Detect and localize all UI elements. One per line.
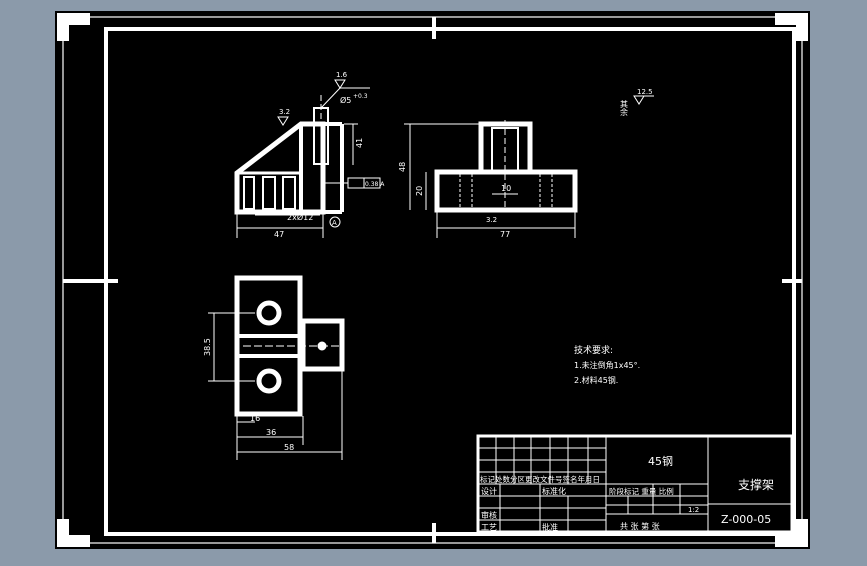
title-design: 设计 <box>481 486 497 496</box>
title-process: 工艺 <box>481 523 497 532</box>
title-approve: 批准 <box>542 522 558 532</box>
dim-holes: 2xØ12 <box>287 212 313 222</box>
tol-box: 0.38 A <box>365 181 385 188</box>
drawing-sheet <box>55 11 810 549</box>
rough-left: 3.2 <box>279 108 290 116</box>
title-block <box>476 434 794 534</box>
roughness-corner-label: 其余 <box>620 100 629 117</box>
title-revision-header: 标记处数分区更改文件号签名年月日 <box>480 474 600 484</box>
roughness-corner-value: 12.5 <box>637 88 653 96</box>
tech-req-1: 1.未注倒角1x45°. <box>574 360 640 370</box>
corner-marks <box>57 13 808 547</box>
title-drawing-number: Z-000-05 <box>721 513 771 526</box>
dim-plan-vertical: 38.5 <box>203 338 212 356</box>
dim-side-rough: 3.2 <box>486 216 497 224</box>
title-material: 45钢 <box>648 455 673 468</box>
side-view <box>404 120 578 238</box>
title-part-name: 支撑架 <box>738 477 774 492</box>
dim-plan-b: 36 <box>266 428 276 437</box>
rough-top: 1.6 <box>336 71 348 79</box>
front-view <box>234 79 381 238</box>
tech-req-2: 2.材料45钢. <box>574 375 618 385</box>
dim-side-width: 77 <box>500 230 510 239</box>
title-review: 审核 <box>481 510 497 520</box>
tech-req-title: 技术要求: <box>574 344 613 356</box>
dim-side-base: 20 <box>415 186 424 196</box>
dim-hole-tol: +0.3 <box>353 93 368 100</box>
roughness-corner-symbol <box>633 95 654 105</box>
title-standard: 标准化 <box>542 486 566 496</box>
plan-view <box>208 275 345 460</box>
title-stage-header: 阶段标记 重量 比例 <box>609 486 674 496</box>
dim-front-width: 47 <box>274 230 284 239</box>
dim-depth: 41 <box>355 138 364 148</box>
dim-hole-top: Ø5 <box>340 95 351 105</box>
dim-side-center: 10 <box>501 184 511 193</box>
title-sheets: 共 张 第 张 <box>620 521 660 531</box>
dim-plan-a: 16 <box>250 414 260 423</box>
title-scale: 1:2 <box>688 506 699 514</box>
dim-plan-c: 58 <box>284 443 294 452</box>
datum-label: A <box>332 219 337 227</box>
dim-side-height: 48 <box>398 162 407 172</box>
